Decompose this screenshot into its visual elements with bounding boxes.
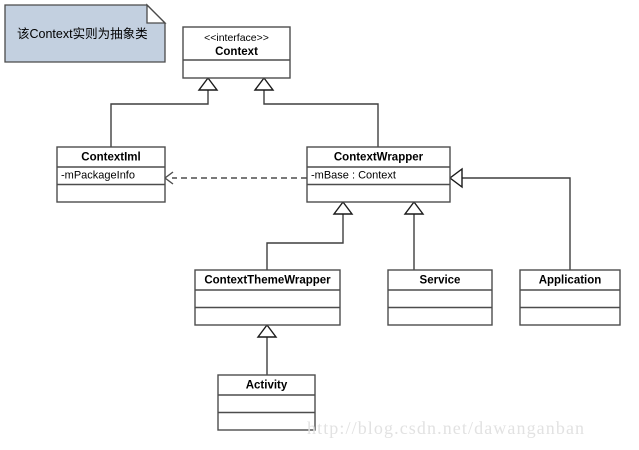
uml-class-context[interactable]: <<interface>> Context <box>182 26 291 79</box>
hollow-triangle-arrowhead <box>448 167 463 189</box>
hollow-triangle-arrowhead <box>403 200 425 215</box>
watermark: http://blog.csdn.net/dawanganban <box>307 418 585 438</box>
note-comment[interactable]: 该Context实则为抽象类 <box>4 3 167 63</box>
note-text: 该Context实则为抽象类 <box>17 26 148 41</box>
class-attribute: -mPackageInfo <box>61 170 135 182</box>
uml-class-service[interactable]: Service <box>387 269 493 326</box>
generalization-line <box>263 90 379 147</box>
uml-class-context-iml[interactable]: ContextIml -mPackageInfo <box>56 146 166 203</box>
note-layer: 该Context实则为抽象类 <box>4 3 167 63</box>
class-box-outline[interactable] <box>217 374 316 431</box>
edge-contextwrapper-to-context <box>253 76 379 147</box>
class-box-outline[interactable] <box>519 269 621 326</box>
hollow-triangle-arrowhead <box>332 200 354 215</box>
uml-class-context-theme-wrapper[interactable]: ContextThemeWrapper <box>194 269 341 326</box>
edge-application-to-contextwrapper <box>448 167 571 270</box>
uml-class-activity[interactable]: Activity <box>217 374 316 431</box>
edge-activity-to-contextthemewrapper <box>256 323 278 375</box>
edges-layer <box>110 76 571 375</box>
class-name: Activity <box>246 380 288 392</box>
note-body-shape[interactable] <box>4 4 166 63</box>
generalization-line <box>110 90 209 147</box>
class-box-outline[interactable] <box>194 269 341 326</box>
hollow-triangle-arrowhead <box>197 76 219 91</box>
edge-contextwrapper-to-contextiml <box>163 171 307 185</box>
edge-service-to-contextwrapper <box>403 200 425 270</box>
class-box-outline[interactable] <box>306 146 451 203</box>
watermark-layer: http://blog.csdn.net/dawanganban <box>307 418 585 438</box>
uml-class-context-wrapper[interactable]: ContextWrapper -mBase : Context <box>306 146 451 203</box>
class-name: Service <box>420 275 461 287</box>
generalization-line <box>462 177 571 270</box>
class-box-outline[interactable] <box>56 146 166 203</box>
note-fold-corner <box>146 3 167 24</box>
class-name: ContextWrapper <box>334 152 424 164</box>
uml-class-application[interactable]: Application <box>519 269 621 326</box>
class-box-outline[interactable] <box>387 269 493 326</box>
class-name: Context <box>215 46 258 58</box>
class-box-outline[interactable] <box>182 26 291 79</box>
class-stereotype: <<interface>> <box>204 32 269 44</box>
edge-contextiml-to-context <box>110 76 219 147</box>
class-name: Application <box>539 275 602 287</box>
hollow-triangle-arrowhead <box>256 323 278 338</box>
class-attribute: -mBase : Context <box>311 170 396 182</box>
class-name: ContextIml <box>81 152 140 164</box>
class-name: ContextThemeWrapper <box>204 275 331 287</box>
generalization-line <box>266 214 344 270</box>
open-arrowhead <box>163 171 174 185</box>
edge-contextthemewrapper-to-contextwrapper <box>266 200 354 270</box>
hollow-triangle-arrowhead <box>253 76 275 91</box>
